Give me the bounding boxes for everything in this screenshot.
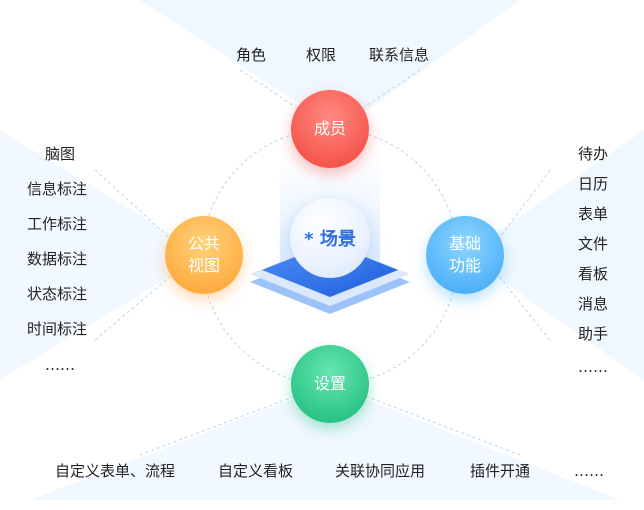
bottom-fan	[30, 385, 620, 500]
basic-functions-node: 基础 功能	[426, 216, 504, 294]
right-fan	[465, 130, 644, 380]
members-node-label: 成员	[313, 119, 346, 138]
public-view-node-line1: 公共	[187, 234, 220, 253]
top-item: 角色	[236, 46, 267, 64]
right-item: ……	[578, 358, 608, 376]
bottom-item: 插件开通	[470, 462, 531, 480]
left-item: 时间标注	[27, 320, 88, 338]
right-item: 消息	[578, 295, 609, 313]
basic-functions-node-line1: 基础	[448, 234, 481, 253]
top-item: 权限	[306, 46, 337, 64]
public-view-node: 公共 视图	[165, 216, 243, 294]
right-item: 看板	[578, 265, 609, 283]
right-item: 助手	[578, 325, 609, 343]
settings-node: 设置	[291, 345, 369, 423]
top-item: 联系信息	[369, 46, 430, 64]
bottom-item: 自定义表单、流程	[55, 462, 176, 480]
left-fan	[0, 130, 205, 380]
right-item: 日历	[578, 175, 609, 193]
right-item: 表单	[578, 205, 609, 223]
basic-functions-node-line2: 功能	[448, 256, 481, 275]
left-item: 信息标注	[27, 180, 88, 198]
bottom-item: 关联协同应用	[335, 462, 426, 480]
bottom-item: 自定义看板	[218, 462, 294, 480]
top-fan	[140, 0, 520, 130]
scene-center-bubble: * 场景	[290, 198, 370, 278]
left-item: 脑图	[45, 145, 76, 163]
right-item: 待办	[578, 145, 609, 163]
scene-center-label: * 场景	[304, 229, 356, 250]
settings-node-label: 设置	[313, 374, 346, 393]
bottom-item: ……	[574, 462, 604, 480]
members-node: 成员	[291, 90, 369, 168]
left-item: ……	[45, 356, 75, 374]
public-view-node-line2: 视图	[187, 256, 220, 275]
right-item: 文件	[578, 235, 609, 253]
left-item: 状态标注	[27, 285, 88, 303]
left-item: 工作标注	[27, 215, 88, 233]
left-item: 数据标注	[27, 250, 88, 268]
